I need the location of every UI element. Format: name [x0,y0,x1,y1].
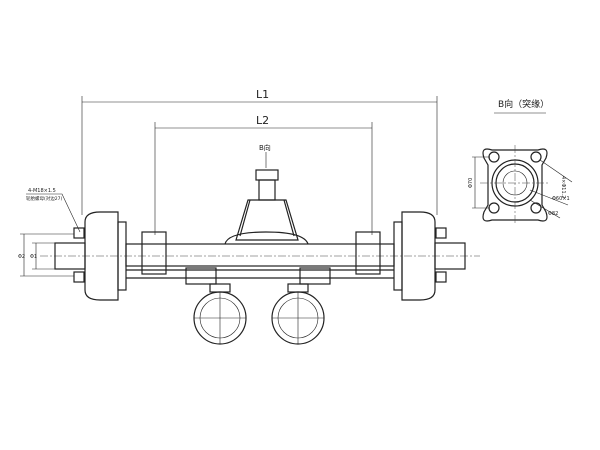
dim-bolt: 4×Φ11.2 [560,176,566,198]
dim-phi2: Φ2 [18,254,25,260]
dim-pilot: Φ60×1 [552,196,570,202]
axle-beam [125,231,395,279]
note-line2: 轮胎螺母(对边27) [26,195,62,202]
dimension-l2: L2 [154,114,373,235]
dim-outer: Φ82 [548,211,558,217]
left-brake-chamber [185,267,247,345]
b-view-label: B向 [259,143,271,152]
flange-view: B向（突缘） Φ70 4×Φ11.2 Φ60×1 Φ82 [468,98,573,225]
right-brake-chamber [271,267,331,345]
l1-label: L1 [256,88,269,101]
l2-label: L2 [256,114,269,127]
flange-title: B向（突缘） [498,98,549,110]
differential-housing [235,169,299,241]
left-wheel-hub [54,211,127,301]
dim-phi1: Φ1 [30,254,37,260]
dimension-l1: L1 [81,88,438,215]
note-line1: 4-M18×1.5 [28,188,56,194]
dim-pcd: Φ70 [468,178,474,188]
